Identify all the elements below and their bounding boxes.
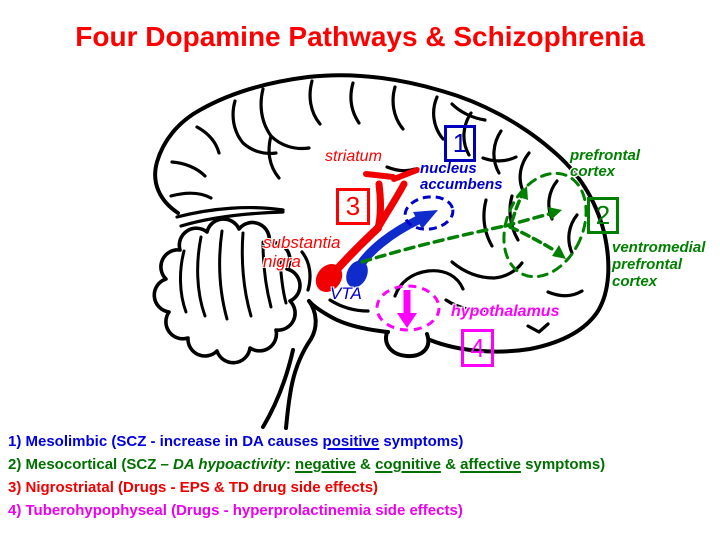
mesocortical-pathway-arrows bbox=[360, 171, 588, 279]
gyri-sulci-lines bbox=[169, 79, 584, 334]
prefrontal-cortex-ellipse bbox=[502, 171, 588, 279]
label-prefrontal-cortex: prefrontal cortex bbox=[570, 147, 641, 180]
pathway-legend: 1) Mesolimbic (SCZ - increase in DA caus… bbox=[8, 430, 605, 522]
legend-mesolimbic: 1) Mesolimbic (SCZ - increase in DA caus… bbox=[8, 433, 464, 450]
marker-1-mesolimbic: 1 bbox=[444, 125, 476, 162]
cerebellum-outline bbox=[152, 217, 302, 365]
marker-3-nigrostriatal: 3 bbox=[336, 188, 370, 225]
substantia-nigra-node bbox=[315, 264, 343, 292]
legend-nigrostriatal: 3) Nigrostriatal (Drugs - EPS & TD drug … bbox=[8, 479, 379, 496]
page-title: Four Dopamine Pathways & Schizophrenia bbox=[75, 21, 645, 52]
label-vta: VTA bbox=[330, 284, 362, 303]
label-substantia-nigra: substantia nigra bbox=[263, 233, 341, 271]
hypothalamus-circle bbox=[375, 284, 441, 332]
brainstem-back bbox=[261, 348, 295, 429]
tuberohypophyseal-arrow bbox=[375, 284, 441, 332]
cerebellum-folia-lines bbox=[179, 229, 288, 321]
nigrostriatal-pathway-arrow bbox=[315, 167, 420, 292]
nucleus-accumbens-circle bbox=[403, 195, 455, 231]
legend-mesocortical: 2) Mesocortical (SCZ – DA hypoactivity: … bbox=[8, 456, 606, 473]
label-ventromedial-prefrontal-cortex: ventromedial prefrontal cortex bbox=[612, 239, 706, 290]
brainstem-front bbox=[284, 299, 318, 430]
striatum-terminal-bars bbox=[363, 167, 420, 182]
brain-outline bbox=[152, 73, 611, 430]
tentorium-lines bbox=[175, 206, 285, 228]
marker-4-tuberohypophyseal: 4 bbox=[461, 329, 494, 367]
label-hypothalamus: hypothalamus bbox=[451, 303, 560, 320]
marker-2-mesocortical: 2 bbox=[587, 197, 619, 234]
legend-tuberohypophyseal: 4) Tuberohypophyseal (Drugs - hyperprola… bbox=[8, 502, 463, 519]
pituitary-loop bbox=[384, 330, 431, 359]
cerebrum-outline bbox=[153, 73, 611, 354]
label-striatum: striatum bbox=[325, 148, 382, 165]
mesolimbic-pathway-arrow bbox=[346, 195, 455, 288]
label-nucleus-accumbens: nucleus accumbens bbox=[420, 160, 503, 193]
